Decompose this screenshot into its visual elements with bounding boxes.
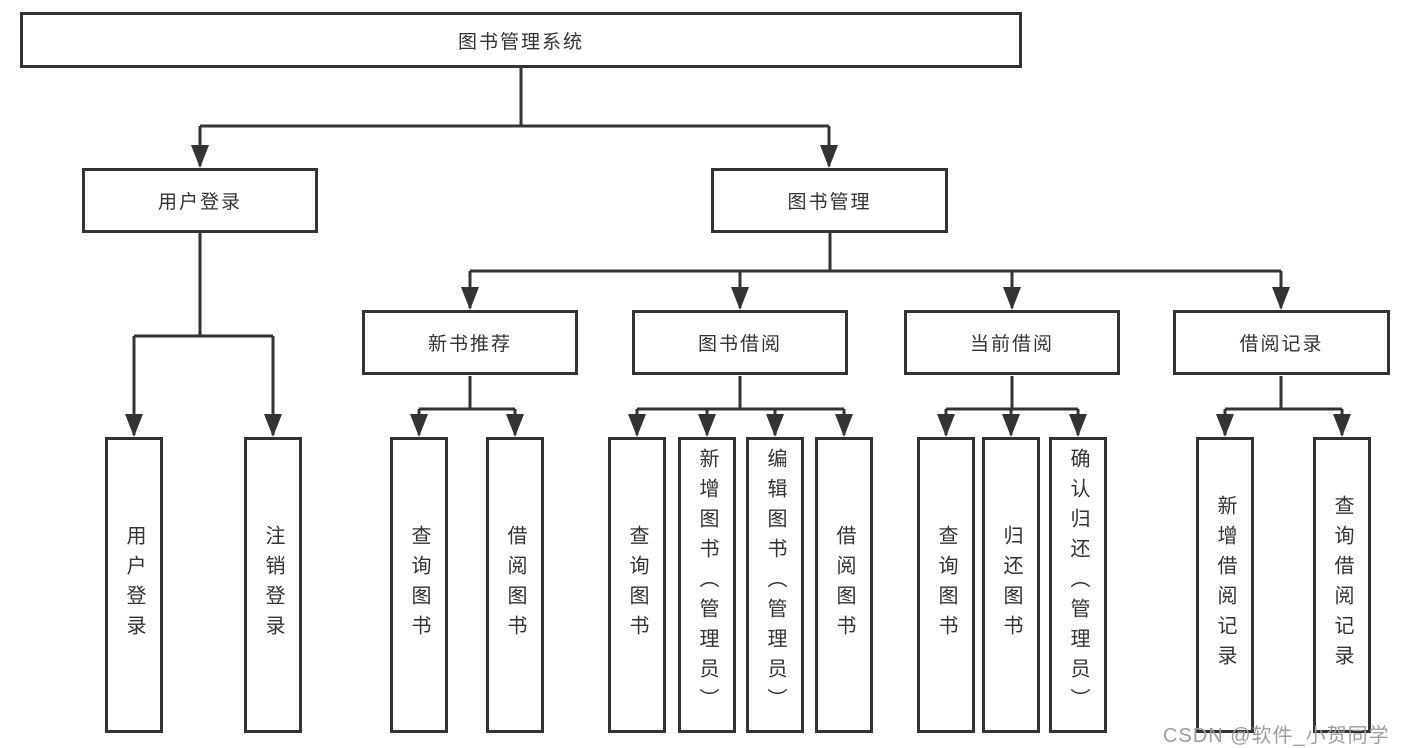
node-leaf-user-login: 用户登录 bbox=[105, 437, 163, 733]
node-leaf-query-book-2: 查询图书 bbox=[608, 437, 666, 733]
node-leaf-query-record-label: 查询借阅记录 bbox=[1331, 495, 1353, 675]
node-user-login-label: 用户登录 bbox=[157, 192, 242, 213]
node-leaf-edit-book-label: 编辑图书（管理员） bbox=[764, 448, 786, 718]
node-leaf-add-record-label: 新增借阅记录 bbox=[1214, 495, 1236, 675]
node-leaf-query-book-1-label: 查询图书 bbox=[408, 525, 430, 645]
node-root-label: 图书管理系统 bbox=[457, 31, 584, 53]
node-new-book-rec: 新书推荐 bbox=[362, 310, 578, 375]
node-leaf-logout: 注销登录 bbox=[244, 437, 302, 733]
node-root: 图书管理系统 bbox=[20, 12, 1022, 68]
node-book-mgmt-label: 图书管理 bbox=[787, 192, 872, 213]
node-leaf-return-book-label: 归还图书 bbox=[1000, 525, 1022, 645]
node-leaf-return-book: 归还图书 bbox=[982, 437, 1040, 733]
node-leaf-add-book: 新增图书（管理员） bbox=[678, 437, 736, 733]
node-book-borrow-label: 图书借阅 bbox=[697, 334, 782, 355]
node-borrow-record-label: 借阅记录 bbox=[1239, 334, 1324, 355]
node-book-mgmt: 图书管理 bbox=[711, 168, 948, 233]
node-leaf-borrow-book-1: 借阅图书 bbox=[486, 437, 544, 733]
node-leaf-query-book-3: 查询图书 bbox=[917, 437, 975, 733]
node-leaf-add-book-label: 新增图书（管理员） bbox=[696, 448, 718, 718]
node-leaf-query-record: 查询借阅记录 bbox=[1313, 437, 1371, 733]
node-leaf-query-book-2-label: 查询图书 bbox=[626, 525, 648, 645]
node-leaf-query-book-3-label: 查询图书 bbox=[935, 525, 957, 645]
node-current-borrow: 当前借阅 bbox=[904, 310, 1120, 375]
node-new-book-rec-label: 新书推荐 bbox=[427, 334, 512, 355]
node-user-login: 用户登录 bbox=[82, 168, 318, 233]
node-book-borrow: 图书借阅 bbox=[632, 310, 848, 375]
node-leaf-add-record: 新增借阅记录 bbox=[1196, 437, 1254, 733]
node-leaf-borrow-book-2: 借阅图书 bbox=[815, 437, 873, 733]
node-leaf-edit-book: 编辑图书（管理员） bbox=[746, 437, 804, 733]
node-current-borrow-label: 当前借阅 bbox=[969, 334, 1054, 355]
node-leaf-confirm-return-label: 确认归还（管理员） bbox=[1067, 448, 1089, 718]
node-leaf-borrow-book-1-label: 借阅图书 bbox=[504, 525, 526, 645]
node-leaf-query-book-1: 查询图书 bbox=[390, 437, 448, 733]
node-leaf-confirm-return: 确认归还（管理员） bbox=[1049, 437, 1107, 733]
watermark: CSDN @软件_小贺同学 bbox=[1163, 725, 1390, 747]
node-leaf-logout-label: 注销登录 bbox=[262, 525, 284, 645]
node-borrow-record: 借阅记录 bbox=[1173, 310, 1390, 375]
node-leaf-borrow-book-2-label: 借阅图书 bbox=[833, 525, 855, 645]
node-leaf-user-login-label: 用户登录 bbox=[123, 525, 145, 645]
